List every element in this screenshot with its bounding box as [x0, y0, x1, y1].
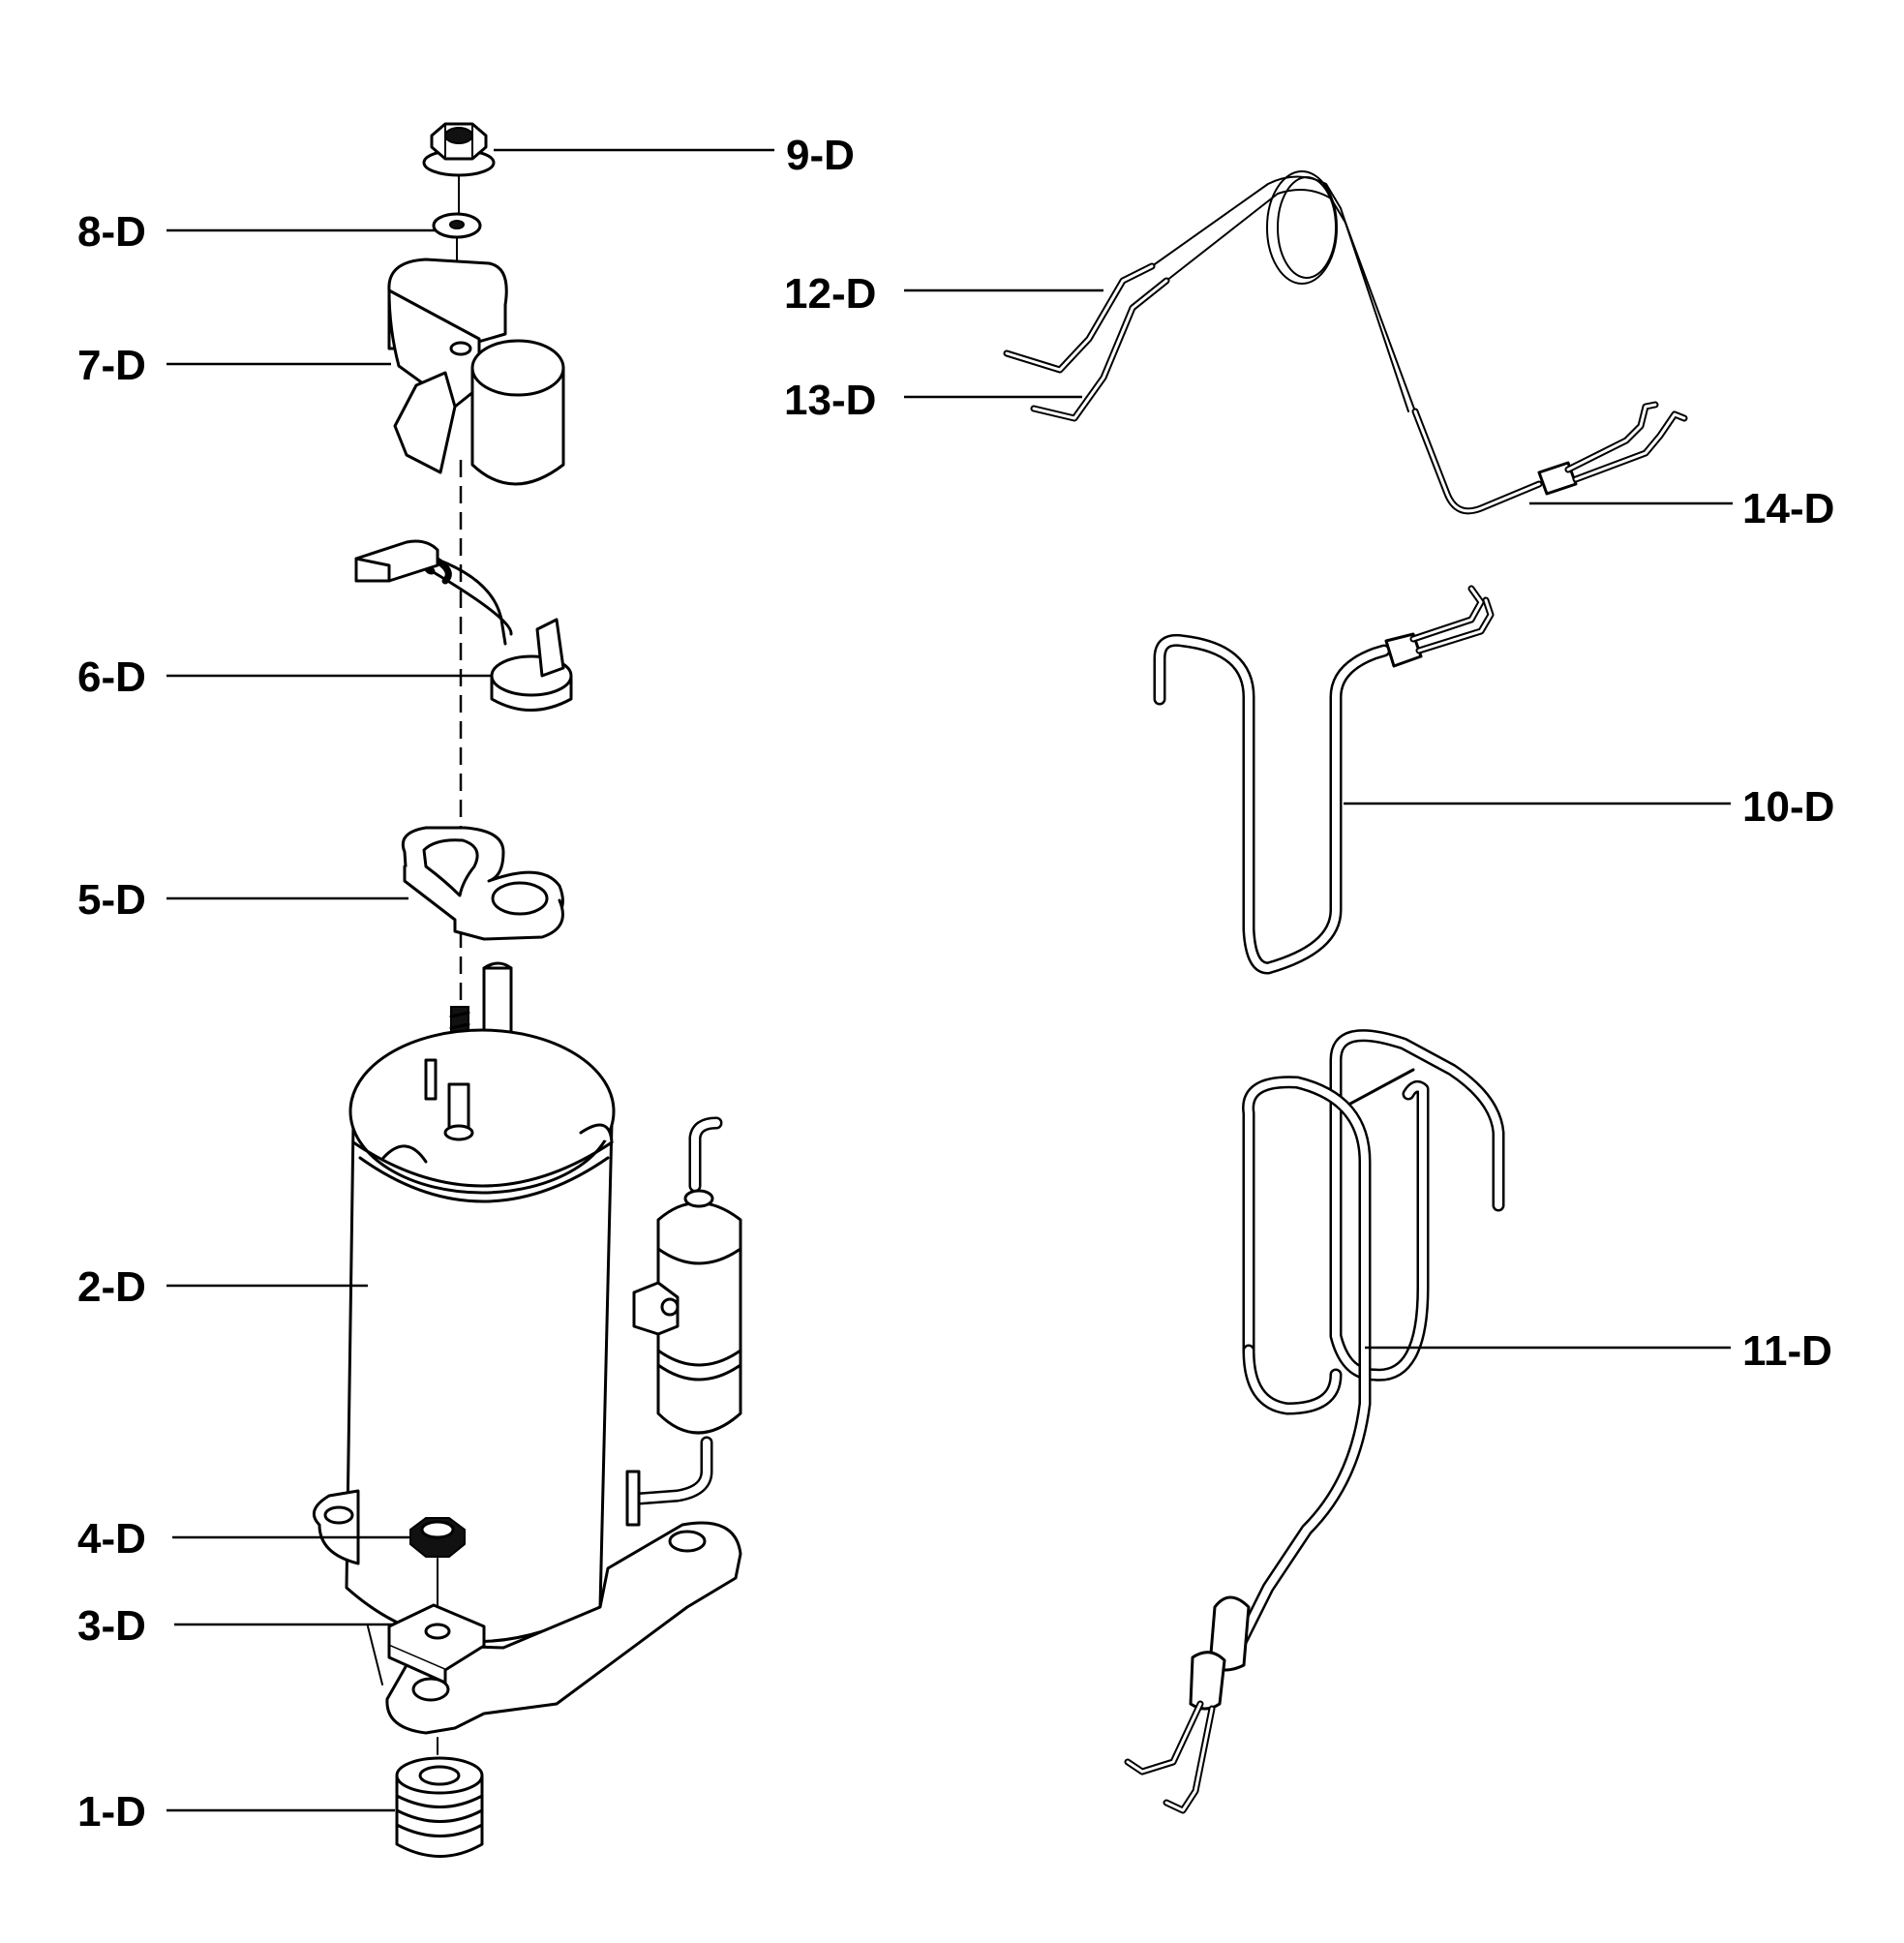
label-9d: 9-D [786, 132, 855, 179]
part-flange-nut-9d [422, 122, 496, 177]
label-4d: 4-D [77, 1515, 146, 1563]
part-compressor-body-2d [345, 1028, 616, 1644]
label-8d: 8-D [77, 208, 146, 256]
part-pipe-12d [1003, 262, 1156, 374]
label-5d: 5-D [77, 876, 146, 924]
label-14d: 14-D [1742, 485, 1834, 532]
part-accumulator [625, 1116, 742, 1527]
part-overload-protector-6d [354, 539, 573, 712]
part-terminal-cover-7d [387, 258, 508, 474]
label-11d: 11-D [1742, 1327, 1832, 1375]
part-clamp-plate-3d [387, 1603, 486, 1685]
label-3d: 3-D [77, 1602, 146, 1650]
part-nut-4d [409, 1517, 466, 1558]
part-pipe-10d [1153, 585, 1495, 975]
label-13d: 13-D [784, 377, 876, 424]
label-10d: 10-D [1742, 783, 1834, 831]
part-washer-8d [432, 212, 482, 239]
part-rubber-grommet-1d [395, 1756, 484, 1858]
label-7d: 7-D [77, 342, 146, 389]
part-capillary-assembly [1151, 170, 1688, 515]
label-1d: 1-D [77, 1788, 146, 1836]
label-2d: 2-D [77, 1263, 146, 1311]
label-12d: 12-D [784, 270, 876, 318]
part-pipe-13d [1030, 277, 1170, 422]
part-mounting-plate-5d [401, 826, 564, 941]
part-pipe-11d [1124, 1029, 1505, 1814]
label-6d: 6-D [77, 653, 146, 701]
part-capacitor-7d [470, 339, 565, 486]
